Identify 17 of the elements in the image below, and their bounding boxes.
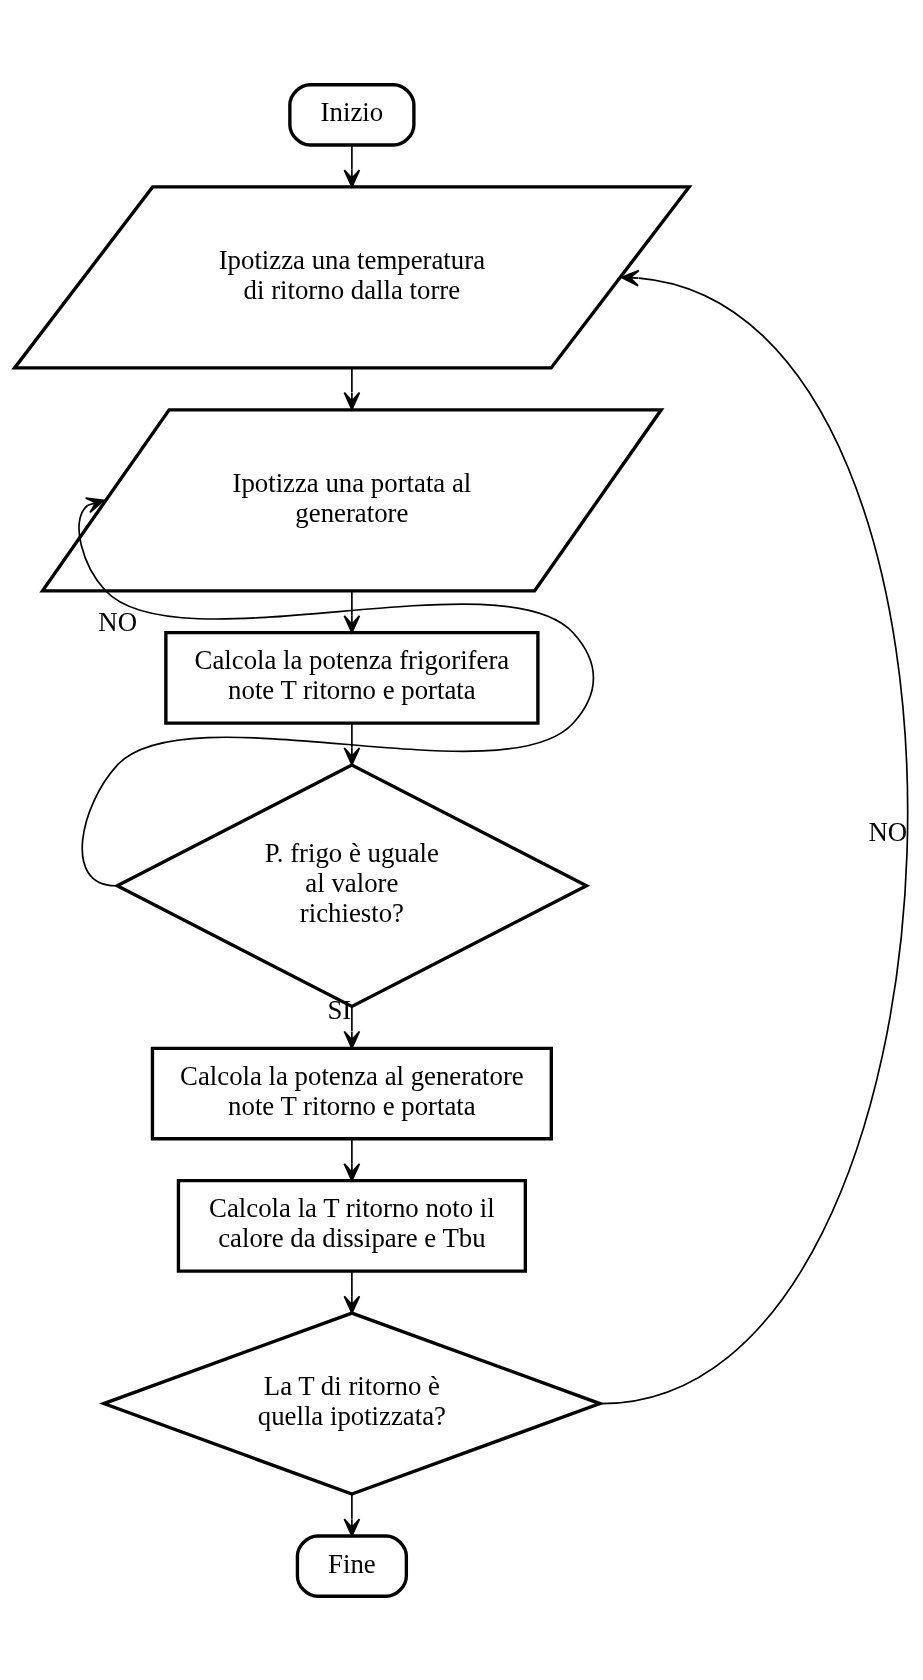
arrow bbox=[343, 144, 361, 188]
node-diamond: La T di ritorno è quella ipotizzata? bbox=[98, 1310, 605, 1496]
arrow bbox=[78, 496, 595, 887]
node-box: Calcola la potenza al generatore note T ritorno e portata bbox=[150, 1046, 553, 1140]
arrow bbox=[343, 1005, 361, 1049]
node-box: Inizio bbox=[288, 82, 416, 147]
arrow bbox=[343, 367, 361, 410]
edge-label: NO bbox=[868, 816, 908, 847]
edge-label: NO bbox=[98, 606, 138, 637]
arrow bbox=[343, 1492, 361, 1537]
node-box: Calcola la T ritorno noto il calore da dissipare e Tbu bbox=[176, 1178, 527, 1273]
arrow bbox=[343, 722, 361, 766]
node-box: Calcola la potenza frigorifera note T ritorno e portata bbox=[164, 630, 540, 725]
arrow bbox=[343, 1137, 361, 1181]
node-box: Fine bbox=[295, 1533, 409, 1598]
arrow bbox=[343, 589, 361, 633]
arrow bbox=[343, 1270, 361, 1314]
